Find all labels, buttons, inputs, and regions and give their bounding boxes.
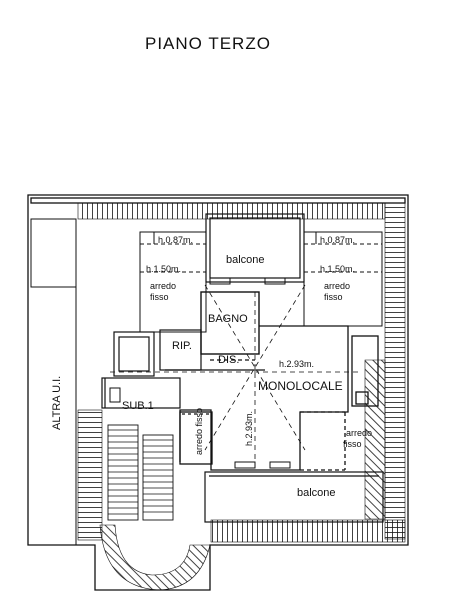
- altra-ui-label: ALTRA U.I.: [51, 376, 63, 430]
- right-height-087-label: h.0.87m.: [320, 235, 355, 245]
- monolocale-room: [179, 325, 379, 471]
- plan-title: PIANO TERZO: [145, 34, 271, 53]
- top-balcone: [205, 213, 305, 283]
- height-293-vertical-label: h.2.93m.: [244, 411, 254, 446]
- roof-hatching: [77, 202, 406, 591]
- left-height-087-label: h.0.87m.: [158, 235, 193, 245]
- sub1-core: [101, 331, 181, 409]
- right-fisso-label: fisso: [324, 292, 343, 302]
- rip-label: RIP.: [172, 340, 192, 352]
- right-height-150-label: h.1.50m.: [320, 264, 355, 274]
- bagno-room: [200, 291, 260, 355]
- bottom-right-arredo-label: arredo: [346, 428, 372, 438]
- staircase: [107, 424, 174, 521]
- altra-ui-block: [30, 218, 77, 545]
- bottom-balcone: [204, 471, 384, 523]
- windows: [109, 277, 291, 469]
- balcone-bottom-label: balcone: [297, 487, 336, 499]
- balcone-top-label: balcone: [226, 254, 265, 266]
- rip-dis-area: [159, 329, 265, 371]
- left-arredo-label: arredo: [150, 281, 176, 291]
- left-height-150-label: h.1.50m.: [146, 264, 181, 274]
- left-fisso-label: fisso: [150, 292, 169, 302]
- ceiling-dashes: [110, 284, 360, 470]
- height-293-horizontal-label: h.2.93m.: [279, 359, 314, 369]
- dis-label: DIS.: [218, 354, 239, 366]
- left-attic-room: [139, 231, 207, 333]
- right-attic-room: [303, 231, 383, 327]
- sub1-label: SUB.1: [122, 400, 154, 412]
- bottom-right-fisso-label: fisso: [343, 439, 362, 449]
- monolocale-label: MONOLOCALE: [258, 379, 343, 393]
- vertical-arredo-fisso-label: arredo fisso: [194, 408, 204, 455]
- right-arredo-label: arredo: [324, 281, 350, 291]
- bagno-label: BAGNO: [208, 313, 248, 325]
